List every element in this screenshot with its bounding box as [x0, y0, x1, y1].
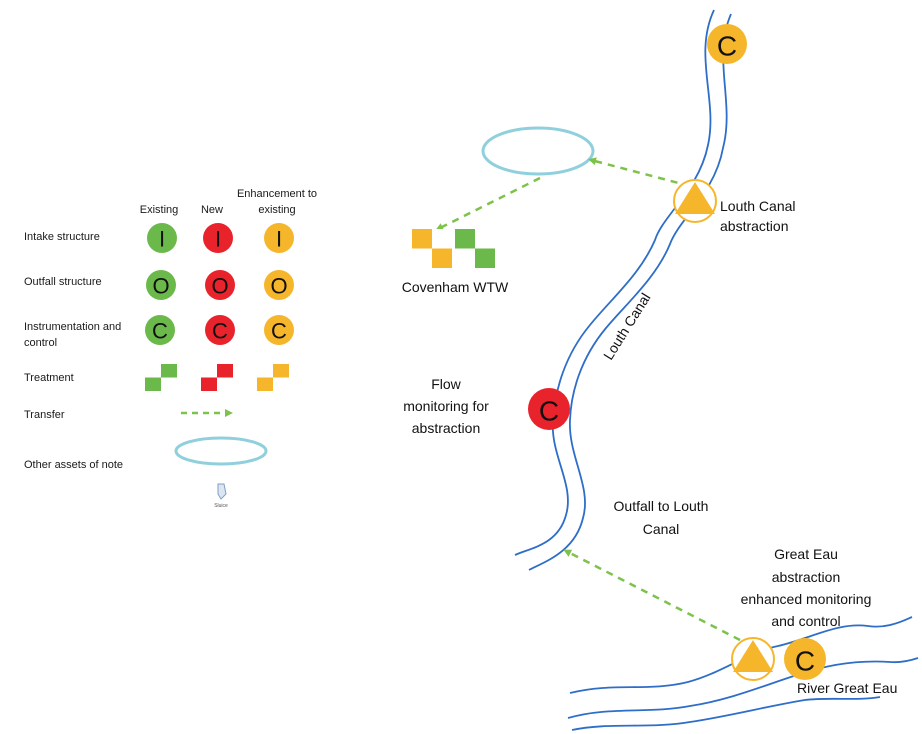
legend-col-enhancement-line2: existing	[258, 204, 295, 216]
legend-outfall-enhancement-letter: O	[270, 274, 287, 299]
river-great-eau-south-channel	[571, 696, 881, 731]
legend-intake-new-letter: I	[215, 227, 221, 252]
legend-instrumentation-enhancement-letter: C	[271, 319, 287, 344]
upper-canal-control-letter: C	[717, 31, 737, 62]
flow-monitoring-line1: Flow	[431, 376, 461, 392]
legend-outfall-new-icon: O	[205, 270, 235, 300]
legend-label-other: Other assets of note	[24, 459, 123, 471]
river-great-eau-south-bank	[567, 657, 919, 719]
louth-canal-east-bank	[528, 13, 732, 571]
legend-intake-enhancement-letter: I	[276, 227, 282, 252]
legend-outfall-existing-letter: O	[152, 274, 169, 299]
transfer-arrow-to-outfall	[563, 549, 741, 642]
transfer-arrow-to-reservoir	[588, 157, 691, 188]
upper-canal-control-enhancement-icon: C	[707, 24, 747, 64]
great-eau-abstraction-line4: and control	[771, 613, 840, 629]
legend-outfall-existing-icon: O	[146, 270, 176, 300]
outfall-label-line2: Canal	[643, 521, 680, 537]
great-eau-control-letter: C	[795, 646, 815, 677]
legend-col-new: New	[201, 204, 223, 216]
legend-label-transfer: Transfer	[24, 409, 65, 421]
legend-label-outfall: Outfall structure	[24, 276, 102, 288]
great-eau-control-enhancement-icon: C	[784, 638, 826, 680]
legend-label-intake: Intake structure	[24, 231, 100, 243]
covenham-wtw-label: Covenham WTW	[402, 279, 509, 295]
legend-instrumentation-new-icon: C	[205, 315, 235, 345]
legend-intake-existing-icon: I	[147, 223, 177, 253]
river-great-eau-label: River Great Eau	[797, 680, 897, 696]
covenham-wtw-treatment-enhancement-icon	[412, 229, 452, 268]
legend-treatment-new-icon	[201, 364, 233, 391]
legend-intake-existing-letter: I	[159, 227, 165, 252]
flow-monitoring-line2: monitoring for	[403, 398, 489, 414]
covenham-wtw-treatment-existing-icon	[455, 229, 495, 268]
louth-canal-abstraction-line2: abstraction	[720, 218, 788, 234]
legend-col-enhancement-line1: Enhancement to	[237, 188, 317, 200]
legend-sluice-icon	[217, 483, 227, 500]
legend-outfall-enhancement-icon: O	[264, 270, 294, 300]
flow-monitoring-new-icon: C	[528, 388, 570, 430]
flow-monitoring-line3: abstraction	[412, 420, 480, 436]
legend-treatment-existing-icon	[145, 364, 177, 391]
legend-treatment-enhancement-icon	[257, 364, 289, 391]
louth-canal-abstraction-icon	[673, 179, 717, 223]
legend: Existing New Enhancement to existing Int…	[24, 188, 317, 509]
transfer-arrow-to-wtw	[435, 176, 541, 231]
legend-col-existing: Existing	[140, 204, 179, 216]
legend-sluice-label: Sluice	[214, 503, 228, 509]
legend-outfall-new-letter: O	[211, 274, 228, 299]
legend-intake-new-icon: I	[203, 223, 233, 253]
great-eau-abstraction-line2: abstraction	[772, 569, 840, 585]
legend-intake-enhancement-icon: I	[264, 223, 294, 253]
legend-label-instrumentation-line1: Instrumentation and	[24, 321, 121, 333]
great-eau-intake-enhancement-icon	[731, 637, 775, 681]
legend-label-instrumentation-line2: control	[24, 337, 57, 349]
great-eau-abstraction-line3: enhanced monitoring	[741, 591, 872, 607]
great-eau-abstraction-line1: Great Eau	[774, 546, 838, 562]
legend-instrumentation-new-letter: C	[212, 319, 228, 344]
legend-instrumentation-existing-letter: C	[152, 319, 168, 344]
louth-canal-west-bank	[514, 9, 715, 556]
legend-instrumentation-enhancement-icon: C	[264, 315, 294, 345]
flow-monitoring-letter: C	[539, 396, 559, 427]
legend-other-asset-ellipse	[174, 436, 268, 466]
legend-label-treatment: Treatment	[24, 372, 74, 384]
legend-instrumentation-existing-icon: C	[145, 315, 175, 345]
outfall-label-line1: Outfall to Louth	[614, 498, 709, 514]
covenham-reservoir-ellipse	[481, 126, 595, 176]
louth-canal	[514, 9, 732, 571]
louth-canal-abstraction-line1: Louth Canal	[720, 198, 796, 214]
